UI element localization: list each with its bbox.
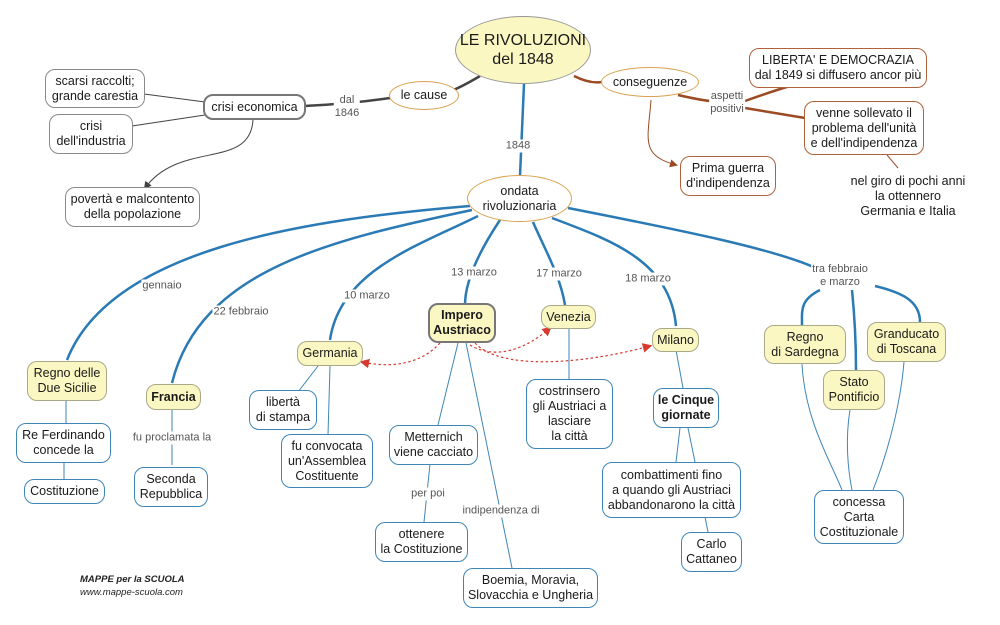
link-austria-boemia [465,342,513,569]
label-tra-febbraio-marzo: tra febbraio e marzo [811,263,869,289]
label-22-febbraio: 22 febbraio [212,305,270,319]
link-wave-venezia [531,221,567,306]
sicilie-costituzione[interactable]: Costituzione [24,479,105,504]
unity-note: nel giro di pochi anni la ottennero Germ… [850,173,966,218]
link-crisis-raccolti [143,93,206,103]
link-austria-metternich [437,342,459,426]
link-positivi-liberty [744,84,791,103]
footer-url[interactable]: www.mappe-scuola.com [80,587,183,598]
venezia-item[interactable]: costrinsero gli Austriaci a lasciare la … [526,379,613,449]
germania-liberta[interactable]: libertà di stampa [249,390,317,430]
label-fu-proclamata: fu proclamata la [131,431,213,445]
link-cinque-comb-a [675,427,681,463]
link-wave-milano [551,216,678,327]
factor-industria[interactable]: crisi dell'industria [49,114,133,154]
link-pontificio-carta [846,409,853,491]
italia-toscana[interactable]: Granducato di Toscana [867,322,946,362]
link-cinque-comb-b [687,427,696,463]
link-toscana-carta [872,361,905,491]
label-aspetti-positivi: aspetti positivi [709,90,745,116]
link-sardegna-carta [801,363,843,491]
austria-metternich[interactable]: Metternich viene cacciato [389,425,478,465]
link-unity-note [886,154,899,169]
austria-costituzione[interactable]: ottenere la Costituzione [375,522,468,562]
footer: MAPPE per la SCUOLA www.mappe-scuola.com [80,573,185,599]
link-cons-war [647,99,678,168]
link-cons-positivi [677,93,711,103]
crisis-node[interactable]: crisi economica [203,94,306,120]
link-root-consequences [573,74,603,84]
link-crisis-effect [143,119,254,190]
link-wave-germania [328,214,479,341]
link-wave-italia [567,206,821,272]
label-13-marzo: 13 marzo [450,266,498,280]
link-root-wave [518,83,526,177]
francia-node[interactable]: Francia [146,384,201,410]
italia-carta[interactable]: concessa Carta Costituzionale [814,490,904,544]
factor-raccolti[interactable]: scarsi raccolti; grande carestia [45,69,145,108]
effect-poverta[interactable]: povertà e malcontento della popolazione [65,187,200,227]
venezia-node[interactable]: Venezia [541,305,596,329]
liberty-node[interactable]: LIBERTA' E DEMOCRAZIA dal 1849 si diffus… [749,48,927,88]
austria-boemia[interactable]: Boemia, Moravia, Slovacchia e Ungheria [463,568,598,608]
root-title-node[interactable]: LE RIVOLUZIONI del 1848 [455,16,591,84]
sicilie-node[interactable]: Regno delle Due Sicilie [27,361,107,401]
link-germania-assemblea [327,365,331,436]
milano-cinque-giornate[interactable]: le Cinque giornate [653,388,719,428]
label-per-poi: per poi [410,487,446,501]
link-italia-sardegna [800,288,821,326]
arrow-austria-venezia [469,326,552,353]
milano-cattaneo[interactable]: Carlo Cattaneo [681,532,742,572]
arrow-austria-germania [359,342,441,369]
link-milano-cinque [675,349,684,389]
wave-node[interactable]: ondata rivoluzionaria [467,175,572,222]
link-wave-austria [463,219,502,306]
link-crisis-industria [131,114,206,127]
milano-node[interactable]: Milano [652,328,699,352]
austria-node[interactable]: Impero Austriaco [428,303,496,343]
consequences-node[interactable]: conseguenze [601,67,699,97]
sicilie-re-ferdinando[interactable]: Re Ferdinando concede la [16,423,111,463]
link-italia-toscana [874,284,922,323]
link-comb-cattaneo [704,516,709,533]
link-germania-liberta [297,365,319,393]
germania-node[interactable]: Germania [297,341,363,366]
label-1848: 1848 [504,139,532,153]
link-italia-pontificio [850,289,858,371]
link-positivi-unity [744,106,806,120]
link-wave-francia [170,208,473,384]
milano-combattimenti[interactable]: combattimenti fino a quando gli Austriac… [602,462,741,518]
label-10-marzo: 10 marzo [343,289,391,303]
label-17-marzo: 17 marzo [535,267,583,281]
footer-title: MAPPE per la SCUOLA [80,574,185,585]
label-dal-1846: dal 1846 [333,94,361,120]
label-indipendenza-di: indipendenza di [461,504,541,518]
germania-assemblea[interactable]: fu convocata un'Assemblea Costituente [281,434,373,488]
causes-node[interactable]: le cause [389,81,459,110]
unity-node[interactable]: venne sollevato il problema dell'unità e… [804,101,924,155]
war-node[interactable]: Prima guerra d'indipendenza [680,156,776,196]
francia-repubblica[interactable]: Seconda Repubblica [134,467,208,507]
link-wave-sicilie [65,204,471,361]
italia-pontificio[interactable]: Stato Pontificio [823,370,885,410]
label-18-marzo: 18 marzo [624,272,672,286]
italia-sardegna[interactable]: Regno di Sardegna [764,325,846,364]
label-gennaio: gennaio [141,279,183,293]
